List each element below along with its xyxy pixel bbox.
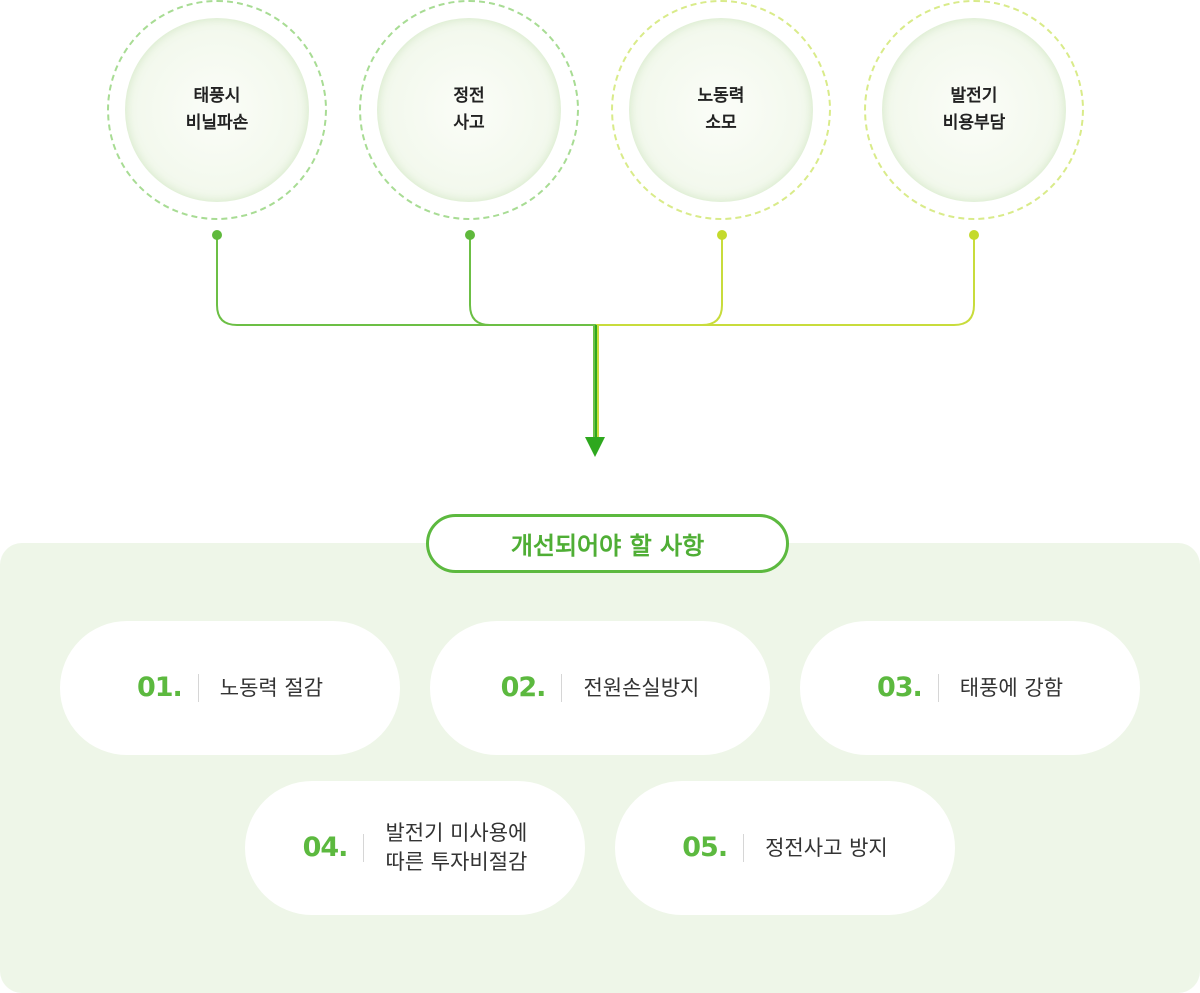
connector-diagram — [212, 230, 979, 457]
item-number: 02. — [501, 674, 563, 702]
item-number: 03. — [877, 674, 939, 702]
cause-circle-inner: 발전기 비용부담 — [882, 18, 1066, 202]
improvement-item-4: 04. 발전기 미사용에 따른 투자비절감 — [245, 781, 585, 915]
connector-line-3 — [596, 235, 723, 326]
improvement-item-2: 02. 전원손실방지 — [430, 621, 770, 755]
item-label: 태풍에 강함 — [959, 675, 1064, 700]
cause-circle-3: 노동력 소모 — [611, 0, 831, 220]
cause-circle-2: 정전 사고 — [359, 0, 579, 220]
item-number: 05. — [682, 834, 745, 862]
cause-label: 정전 사고 — [453, 86, 485, 133]
item-number: 01. — [137, 674, 199, 702]
item-label: 전원손실방지 — [583, 675, 700, 700]
cause-circle-inner: 노동력 소모 — [629, 18, 813, 202]
cause-circle-1: 태풍시 비닐파손 — [107, 0, 327, 220]
improvement-item-5: 05. 정전사고 방지 — [615, 781, 955, 915]
improvements-title: 개선되어야 할 사항 — [426, 514, 789, 573]
cause-circle-inner: 정전 사고 — [377, 18, 561, 202]
connector-dot-3 — [717, 230, 727, 240]
cause-label: 발전기 비용부담 — [942, 86, 1006, 133]
connector-dot-1 — [212, 230, 222, 240]
connector-dot-4 — [969, 230, 979, 240]
connector-line-4 — [596, 235, 975, 326]
cause-label: 태풍시 비닐파손 — [185, 86, 249, 133]
improvement-item-3: 03. 태풍에 강함 — [800, 621, 1140, 755]
connector-dot-2 — [465, 230, 475, 240]
cause-label: 노동력 소모 — [697, 86, 745, 133]
cause-circle-4: 발전기 비용부담 — [864, 0, 1084, 220]
down-arrow-icon — [585, 437, 605, 457]
improvement-item-1: 01. 노동력 절감 — [60, 621, 400, 755]
item-label: 정전사고 방지 — [765, 835, 888, 860]
improvements-panel — [0, 543, 1200, 993]
connector-line-1 — [216, 235, 596, 326]
connector-line-2 — [469, 235, 596, 326]
item-label: 노동력 절감 — [219, 675, 324, 700]
item-label: 발전기 미사용에 따른 투자비절감 — [385, 821, 528, 874]
cause-circle-inner: 태풍시 비닐파손 — [125, 18, 309, 202]
item-number: 04. — [303, 834, 365, 862]
